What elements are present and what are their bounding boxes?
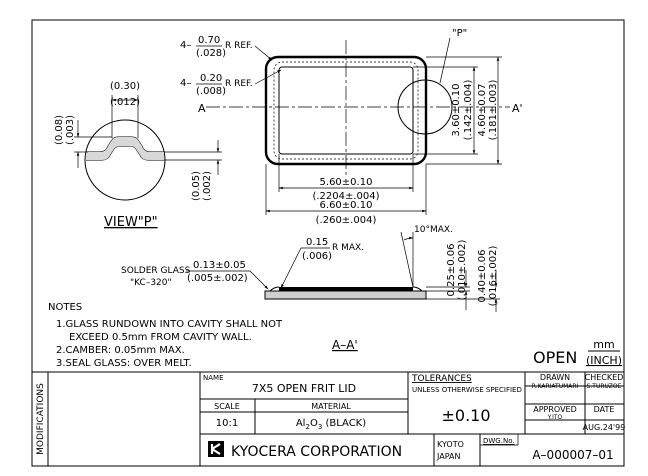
unless-specified: UNLESS OTHERWISE SPECIFIED bbox=[412, 386, 522, 394]
note-line-2: EXCEED 0.5mm FROM CAVITY WALL. bbox=[69, 332, 252, 343]
date-label: DATE bbox=[594, 405, 615, 414]
note-line-3: 2.CAMBER: 0.05mm MAX. bbox=[56, 345, 185, 356]
vp-t-top: (0.05) bbox=[191, 171, 202, 201]
scale-label: SCALE bbox=[214, 402, 240, 411]
kyocera-logo-icon bbox=[208, 441, 224, 457]
unit-mm: mm bbox=[593, 338, 614, 351]
company-city: KYOTO bbox=[437, 440, 464, 449]
dim-010: (.010±.002) bbox=[457, 240, 468, 301]
dim-4-60: 4.60±0.07 bbox=[477, 84, 488, 137]
drawing-border bbox=[31, 19, 625, 467]
tolerance-value: ±0.10 bbox=[441, 406, 490, 425]
approved-label: APPROVED bbox=[533, 405, 577, 414]
r070-prefix: 4– bbox=[180, 40, 191, 51]
dim-142: (.142±.004) bbox=[463, 80, 474, 141]
drawn-by: R.KARIATUMARI bbox=[532, 383, 579, 390]
title-block: MODIFICATIONS NAME 7X5 OPEN FRIT LID SCA… bbox=[32, 371, 626, 466]
dim-0-40: 0.40±0.06 bbox=[477, 250, 488, 303]
solder-glass-code: "KC–320" bbox=[130, 278, 172, 288]
vp-w-top: (0.30) bbox=[110, 81, 140, 92]
dim-5-60: 5.60±0.10 bbox=[320, 177, 373, 188]
dim-181: (.181±.003) bbox=[488, 80, 499, 141]
checked-by: S.TURUZOE bbox=[587, 383, 622, 390]
r020-suffix: R REF. bbox=[225, 79, 253, 89]
solder-glass-label: SOLDER GLASS bbox=[121, 266, 191, 276]
company-country: JAPAN bbox=[436, 452, 460, 461]
r020-top: 0.20 bbox=[200, 73, 222, 84]
vp-h-top: (0.08) bbox=[54, 115, 65, 145]
material-label: MATERIAL bbox=[311, 402, 351, 411]
dim-260: (.260±.004) bbox=[316, 215, 377, 226]
unit-inch: (INCH) bbox=[586, 354, 622, 367]
open-label: OPEN bbox=[533, 348, 577, 367]
a-left-label: A bbox=[198, 102, 206, 115]
detail-p-label: "P" bbox=[452, 28, 467, 39]
r020-prefix: 4– bbox=[180, 78, 191, 89]
section-a-a: 0.15 (.006) R MAX. 10°MAX. SOLDER GLASS … bbox=[121, 225, 500, 352]
notes: NOTES 1.GLASS RUNDOWN INTO CAVITY SHALL … bbox=[48, 302, 283, 369]
r015-bot: (.006) bbox=[302, 251, 332, 262]
name-label: NAME bbox=[203, 374, 224, 382]
r015-top: 0.15 bbox=[306, 237, 328, 248]
notes-heading: NOTES bbox=[48, 302, 82, 313]
tolerances-label: TOLERANCES bbox=[411, 374, 472, 384]
r015-suffix: R MAX. bbox=[332, 243, 364, 253]
dim-3-60: 3.60±0.10 bbox=[451, 84, 462, 137]
material-value: Al2O3 (BLACK) bbox=[296, 418, 366, 431]
modifications-label: MODIFICATIONS bbox=[36, 383, 46, 455]
s013-bot: (.005±.002) bbox=[187, 273, 248, 284]
r070-top: 0.70 bbox=[198, 35, 220, 46]
top-view: "P" A A' 4– 0.70 (.028) R REF. 4– 0.20 (… bbox=[180, 28, 523, 226]
date-value: AUG.24'99 bbox=[583, 423, 626, 432]
s013-top: 0.13±0.05 bbox=[193, 260, 246, 271]
vp-h-bot: (.003) bbox=[65, 115, 76, 145]
vp-t-bot: (.002) bbox=[202, 171, 213, 201]
dwg-number: A–000007–01 bbox=[532, 448, 613, 462]
detail-p-circle bbox=[397, 79, 453, 135]
angle-label: 10°MAX. bbox=[414, 225, 453, 235]
checked-label: CHECKED bbox=[585, 373, 624, 382]
drawn-label: DRAWN bbox=[540, 373, 570, 382]
view-p-detail: (0.30) (.012) (0.08) (.003) (0.05) (.002… bbox=[54, 81, 222, 230]
section-title: A–A' bbox=[332, 338, 358, 352]
dwg-label: DWG.No. bbox=[483, 437, 515, 445]
part-name: 7X5 OPEN FRIT LID bbox=[252, 382, 356, 395]
view-p-title: VIEW"P" bbox=[104, 215, 158, 230]
vp-w-bot: (.012) bbox=[110, 97, 140, 108]
dim-016: (.016±.002) bbox=[488, 246, 499, 307]
note-line-4: 3.SEAL GLASS: OVER MELT. bbox=[56, 358, 192, 369]
dim-2204: (.2204±.004) bbox=[312, 191, 379, 202]
approved-by: Y.ITO bbox=[547, 414, 563, 421]
r070-bot: (.028) bbox=[196, 48, 226, 59]
note-line-1: 1.GLASS RUNDOWN INTO CAVITY SHALL NOT bbox=[56, 319, 283, 330]
dim-0-25: 0.25±0.06 bbox=[446, 244, 457, 297]
scale-value: 10:1 bbox=[216, 418, 238, 429]
r020-bot: (.008) bbox=[196, 86, 226, 97]
r070-suffix: R REF. bbox=[225, 41, 253, 51]
dim-6-60: 6.60±0.10 bbox=[320, 200, 373, 211]
a-right-label: A' bbox=[512, 102, 523, 115]
company-name: KYOCERA CORPORATION bbox=[231, 444, 402, 460]
